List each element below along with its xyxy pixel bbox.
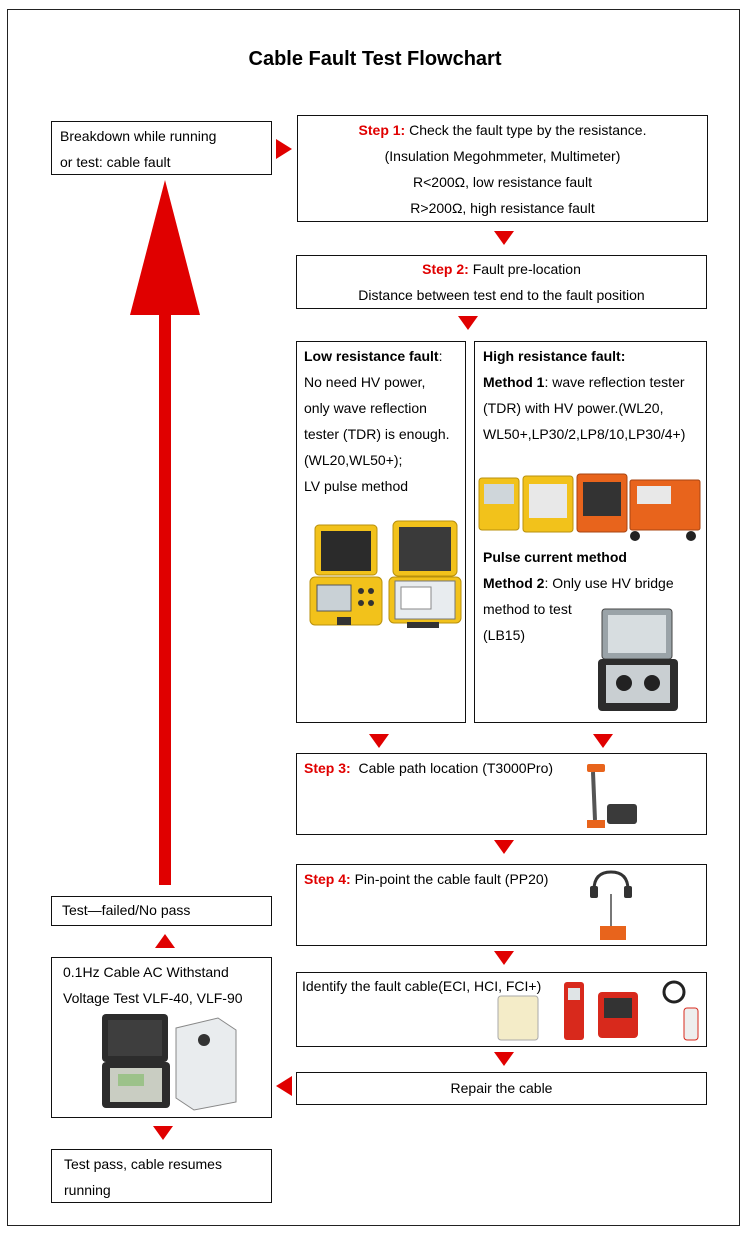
step3-label: Step 3: [304,760,351,776]
pulse-heading: Pulse current method [483,549,627,565]
method2-line2: method to test [483,601,572,617]
low-fault-line2: only wave reflection [304,400,427,416]
arrow-down [153,1126,173,1140]
hv-devices-image [478,473,701,541]
breakdown-box: Breakdown while running or test: cable f… [51,121,272,175]
pass-box: Test pass, cable resumes running [51,1149,272,1203]
arrow-down [593,734,613,748]
arrow-down [369,734,389,748]
high-fault-box: High resistance fault: Method 1: wave re… [474,341,707,723]
pass-line2: running [64,1182,111,1198]
hv-bridge-image [598,608,678,711]
vlf-equipment-image [102,1014,237,1111]
arrow-down [458,316,478,330]
step2-line2: Distance between test end to the fault p… [358,287,645,303]
step2-text: Fault pre-location [472,261,581,277]
arrow-down [494,1052,514,1066]
arrow-up [155,934,175,948]
step1-line2: (Insulation Megohmmeter, Multimeter) [384,148,621,164]
step4-text: Pin-point the cable fault (PP20) [354,871,549,887]
vlf-line2: Voltage Test VLF-40, VLF-90 [63,990,243,1006]
method1-label: Method 1 [483,374,545,390]
step1-line4: R>200Ω, high resistance fault [410,200,595,216]
step3-text: Cable path location (T3000Pro) [358,760,554,776]
identify-text: Identify the fault cable(ECI, HCI, FCI+) [302,978,542,994]
step2-label: Step 2: [422,261,469,277]
method2-line3: (LB15) [483,627,526,643]
step2-box: Step 2: Fault pre-location Distance betw… [296,255,707,309]
step1-box: Step 1: Check the fault type by the resi… [297,115,708,222]
arrow-right [276,139,292,159]
step1-line3: R<200Ω, low resistance fault [413,174,592,190]
repair-box: Repair the cable [296,1072,707,1105]
method1-line2: (TDR) with HV power.(WL20, [483,400,664,416]
method2-label: Method 2 [483,575,545,591]
page-title: Cable Fault Test Flowchart [248,48,502,70]
pass-line1: Test pass, cable resumes [64,1156,222,1172]
breakdown-line2: or test: cable fault [60,154,171,170]
arrow-down [494,840,514,854]
vlf-line1: 0.1Hz Cable AC Withstand [63,964,229,980]
step3-box: Step 3: Cable path location (T3000Pro) [296,753,707,835]
step1-label: Step 1: [358,122,406,138]
arrow-left [276,1076,292,1096]
high-fault-heading: High resistance fault: [483,348,626,364]
outer-frame [7,9,740,1226]
method1-line3: WL50+,LP30/2,LP8/10,LP30/4+) [483,426,686,442]
return-arrow [130,180,200,885]
tdr-devices-image [309,520,462,628]
failed-box: Test—failed/No pass [51,896,272,926]
low-fault-line4: (WL20,WL50+); [304,452,403,468]
arrow-down [494,951,514,965]
arrow-down [494,231,514,245]
low-fault-line3: tester (TDR) is enough. [304,426,450,442]
breakdown-line1: Breakdown while running [60,128,217,144]
locator-image [587,764,637,828]
low-fault-line5: LV pulse method [304,478,409,494]
repair-text: Repair the cable [450,1080,553,1096]
fault-indicator-image [497,980,699,1041]
step4-label: Step 4: [304,871,351,887]
low-fault-heading: Low resistance fault [304,348,439,364]
pinpointer-image [590,870,632,940]
step4-box: Step 4: Pin-point the cable fault (PP20) [296,864,707,946]
failed-text: Test—failed/No pass [62,902,191,918]
low-fault-line1: No need HV power, [304,374,426,390]
step1-text: Check the fault type by the resistance. [409,122,647,138]
